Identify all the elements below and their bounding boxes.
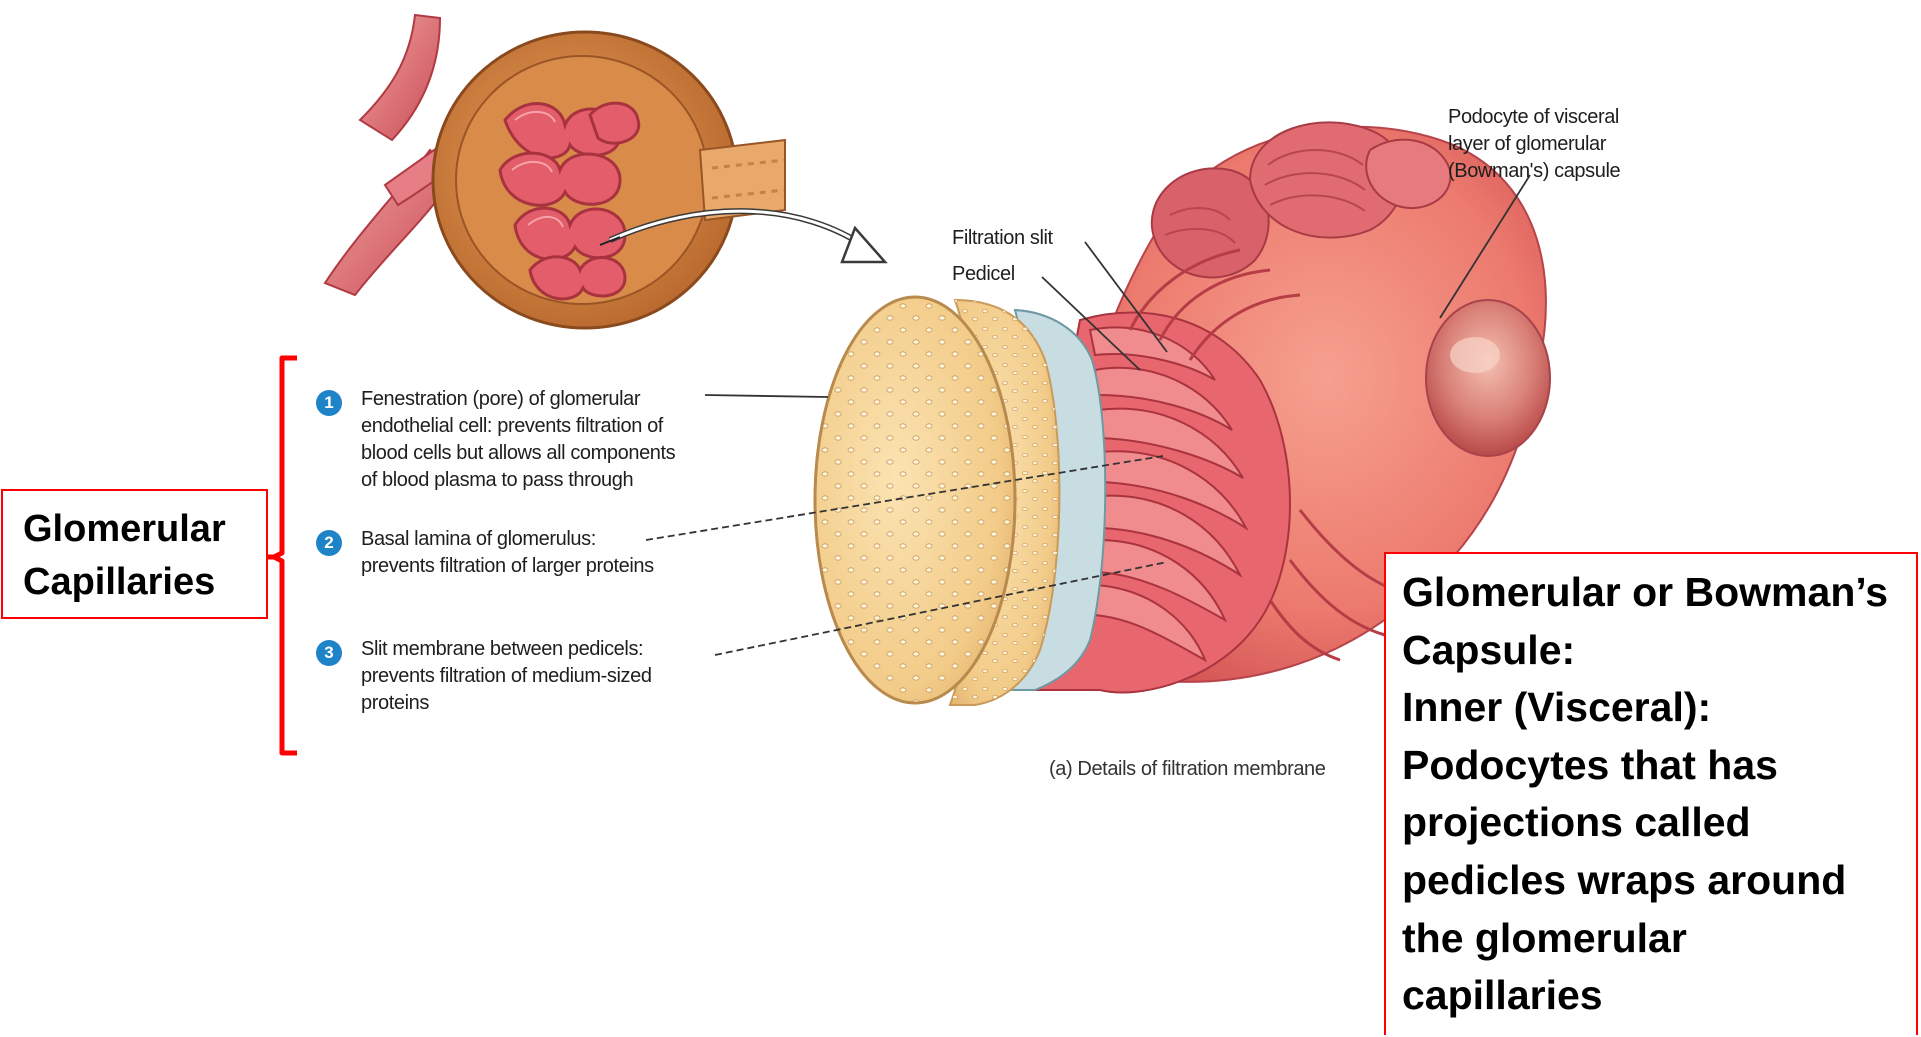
podocyte-label: Podocyte of visceral layer of glomerular… [1448,104,1620,185]
red-bracket [274,358,297,753]
pedicel-label: Pedicel [952,262,1015,287]
filtration-slit-label: Filtration slit [952,226,1053,251]
renal-corpuscle-thumbnail [325,15,885,328]
numbered-badge: 3 [316,640,342,666]
figure-caption: (a) Details of filtration membrane [1049,757,1326,782]
numbered-badge: 2 [316,530,342,556]
bowmans-capsule-box: Glomerular or Bowman’s Capsule: Inner (V… [1384,552,1918,1035]
glomerular-capillaries-box: Glomerular Capillaries [1,489,268,619]
numbered-badge: 1 [316,390,342,416]
